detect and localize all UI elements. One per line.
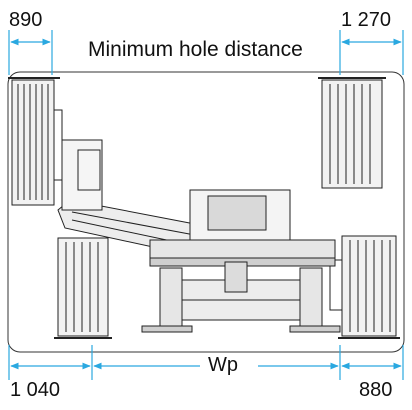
mast-top-right [318,77,386,189]
dim-label-top-right: 1 270 [341,9,392,31]
dim-label-top-left: 890 [9,9,43,31]
dim-top-left [8,30,53,75]
dim-bottom [8,345,404,380]
mast-bottom-left [54,237,112,339]
dim-top-right [339,30,404,75]
dim-label-bottom-left: 1 040 [10,379,61,401]
dim-label-bottom-right: 880 [359,379,393,401]
mast-bottom-right [329,235,400,339]
machine-body [141,189,341,333]
diagram-title: Minimum hole distance [88,38,303,61]
dim-label-wp: Wp [208,354,238,376]
mast-top-left [8,77,63,206]
working-area-outline [7,71,405,353]
